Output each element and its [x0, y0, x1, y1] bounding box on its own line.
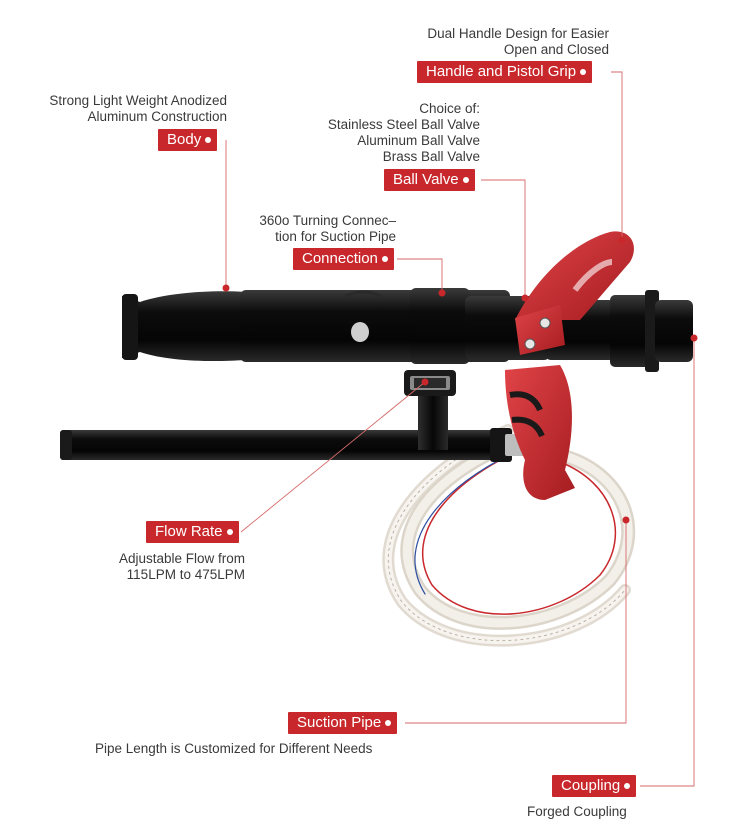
leader-lines	[225, 71, 695, 787]
body-desc-line: Aluminum Construction	[87, 109, 227, 124]
body-description: Strong Light Weight Anodized Aluminum Co…	[49, 93, 227, 125]
ball-valve-tag: Ball Valve	[384, 169, 475, 191]
suction-pipe-tag: Suction Pipe	[288, 712, 398, 734]
suction-pipe-desc-line: Pipe Length is Customized for Different …	[95, 741, 373, 756]
ball-valve-desc-line: Aluminum Ball Valve	[357, 133, 480, 148]
flow-rate-description: Adjustable Flow from 115LPM to 475LPM	[119, 551, 245, 583]
leader-dots	[222, 236, 698, 524]
connection-tag: Connection	[293, 248, 394, 270]
flow-rate-tag: Flow Rate	[146, 521, 239, 543]
pistol-grip	[505, 365, 575, 500]
handle-desc-line: Dual Handle Design for Easier	[427, 26, 609, 41]
connection-desc-line: tion for Suction Pipe	[275, 229, 396, 244]
suction-hose	[382, 424, 636, 647]
connection-description: 360o Turning Connec– tion for Suction Pi…	[259, 213, 396, 245]
nozzle-barrel	[122, 288, 693, 372]
body-desc-line: Strong Light Weight Anodized	[49, 93, 227, 108]
connection-desc-line: 360o Turning Connec–	[259, 213, 396, 228]
ball-valve-desc-line: Choice of:	[419, 101, 480, 116]
flow-rate-desc-line: Adjustable Flow from	[118, 551, 245, 566]
ball-valve-desc-line: Stainless Steel Ball Valve	[327, 117, 480, 132]
coupling-desc-line: Forged Coupling	[527, 804, 627, 819]
suction-pipe-description: Pipe Length is Customized for Different …	[95, 741, 372, 757]
handle-desc-line: Open and Closed	[503, 42, 609, 57]
ball-valve-description: Choice of: Stainless Steel Ball Valve Al…	[328, 101, 480, 165]
ball-valve-desc-line: Brass Ball Valve	[382, 149, 480, 164]
coupling-description: Forged Coupling	[527, 804, 627, 820]
ball-valve-handle	[515, 231, 634, 355]
coupling-tag: Coupling	[552, 775, 637, 797]
handle-tag: Handle and Pistol Grip	[417, 61, 593, 83]
handle-description: Dual Handle Design for Easier Open and C…	[427, 26, 609, 58]
flow-rate-desc-line: 115LPM to 475LPM	[126, 567, 245, 582]
body-tag: Body	[158, 129, 218, 151]
connection-pipe	[404, 370, 456, 450]
suction-tube	[60, 428, 525, 462]
